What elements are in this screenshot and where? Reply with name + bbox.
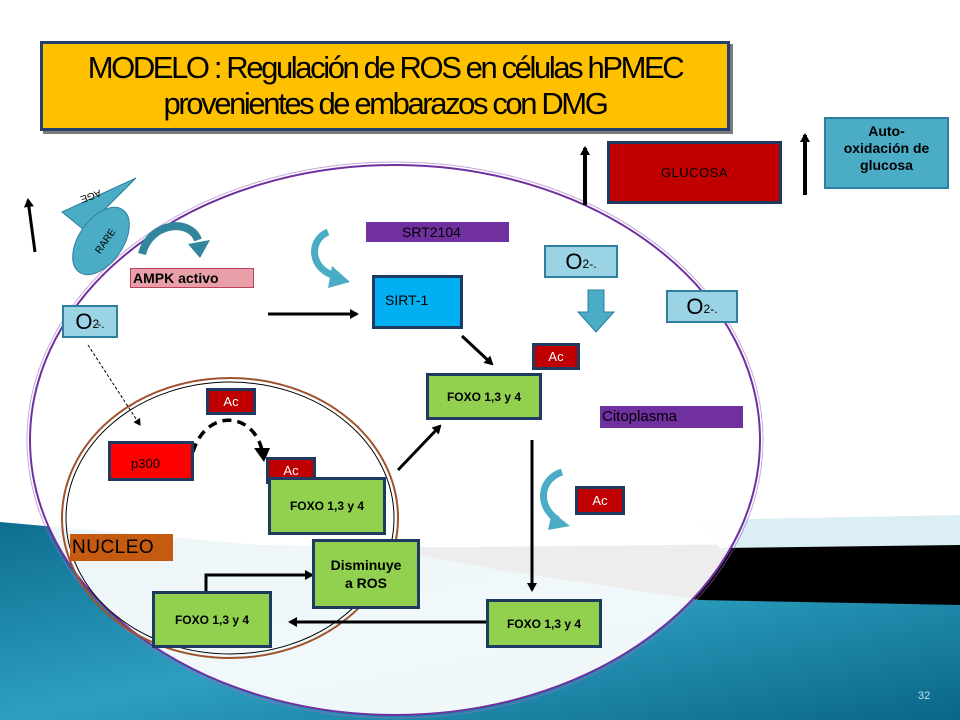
acetyl-label: Ac — [548, 349, 564, 364]
acetyl-box: Ac — [532, 343, 580, 370]
foxo-label: FOXO 1,3 y 4 — [446, 389, 522, 404]
foxo-box: FOXO 1,3 y 4 — [486, 599, 602, 648]
o2-charge: -. — [710, 301, 718, 316]
o2-symbol: O — [686, 293, 704, 319]
acetyl-label: Ac — [283, 463, 299, 478]
sirt1-box: SIRT-1 — [372, 275, 463, 329]
srt2104-label: SRT2104 — [366, 222, 509, 242]
receptor-icon — [61, 177, 137, 276]
o2-charge: -. — [97, 316, 105, 331]
o2-subscript: 2 — [92, 316, 100, 331]
curved-arrow-icon — [311, 228, 338, 280]
ampk-text: AMPK activo — [133, 270, 219, 286]
curved-arrow-icon — [138, 222, 202, 256]
foxo-box: FOXO 1,3 y 4 — [152, 591, 272, 648]
diagram-title: MODELO : Regulación de ROS en células hP… — [40, 41, 730, 131]
nucleo-text: NUCLEO — [72, 537, 155, 558]
o2-symbol: O — [75, 308, 93, 334]
sirt1-label: SIRT-1 — [385, 292, 429, 308]
glucosa-label: GLUCOSA — [660, 165, 729, 180]
auto-oxidacion-line-1: Auto- — [868, 123, 905, 139]
foxo-box: FOXO 1,3 y 4 — [426, 373, 542, 420]
o2-symbol: O — [565, 248, 583, 274]
disminuye-line-1: Disminuye — [330, 557, 402, 573]
citoplasma-text: Citoplasma — [602, 408, 678, 425]
auto-oxidacion-line-3: glucosa — [860, 157, 913, 173]
o2-charge: -. — [589, 256, 597, 271]
title-line-1: MODELO : Regulación de ROS en células hP… — [87, 50, 685, 85]
down-arrow-icon — [576, 289, 616, 333]
disminuye-line-2: a ROS — [344, 575, 387, 591]
o2-subscript: 2 — [582, 256, 590, 271]
o2-subscript: 2 — [703, 301, 711, 316]
acetyl-label: Ac — [223, 394, 239, 409]
cell-membrane — [29, 164, 761, 716]
disminuye-ros-box: Disminuye a ROS — [312, 539, 420, 609]
p300-box: p300 — [108, 441, 194, 481]
acetyl-box: Ac — [575, 486, 625, 515]
glucosa-box: GLUCOSA — [607, 141, 782, 204]
up-arrow-icon — [23, 198, 37, 253]
title-line-2: provenientes de embarazos con DMG — [163, 86, 609, 121]
srt2104-text: SRT2104 — [402, 224, 461, 240]
foxo-label: FOXO 1,3 y 4 — [506, 616, 582, 631]
ampk-label: AMPK activo — [130, 268, 254, 288]
auto-oxidacion-box: Auto- oxidación de glucosa — [824, 117, 949, 189]
nucleo-label: NUCLEO — [70, 534, 173, 561]
acetyl-label: Ac — [592, 493, 608, 508]
foxo-label: FOXO 1,3 y 4 — [289, 499, 365, 513]
auto-oxidacion-line-2: oxidación de — [843, 140, 930, 156]
acetyl-box: Ac — [206, 388, 256, 415]
foxo-box: FOXO 1,3 y 4 — [268, 477, 386, 535]
foxo-label: FOXO 1,3 y 4 — [174, 612, 250, 627]
page-number: 32 — [918, 690, 931, 702]
p300-label: p300 — [131, 456, 160, 471]
nucleus-membrane — [61, 377, 399, 659]
citoplasma-label: Citoplasma — [600, 406, 743, 428]
